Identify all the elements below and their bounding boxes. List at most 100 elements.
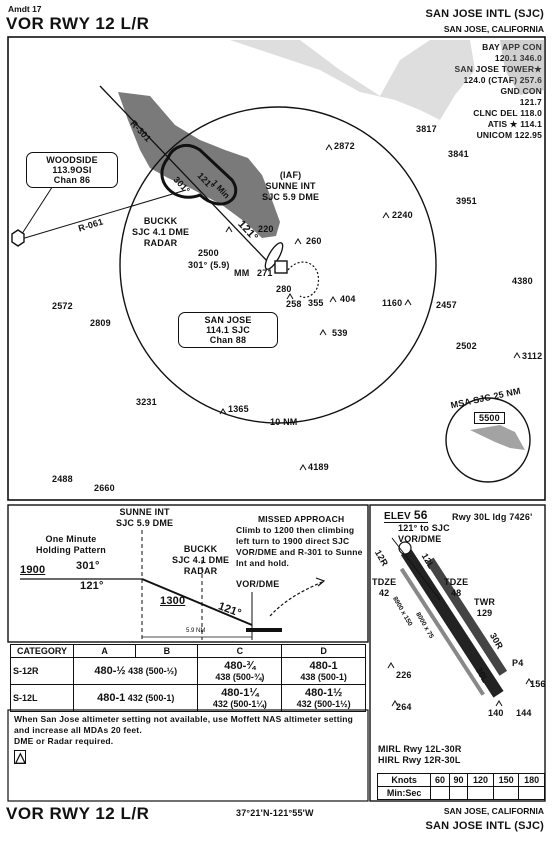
- iaf-label: (IAF) SUNNE INT SJC 5.9 DME: [262, 170, 319, 203]
- profile-buckk-l2: SJC 4.1 DME: [172, 555, 230, 565]
- comm-line: UNICOM 122.95: [476, 130, 542, 140]
- minima-header: CATEGORY: [10, 644, 74, 658]
- amendment-number: Amdt 17: [8, 4, 42, 14]
- profile-buckk-l1: BUCKK: [183, 544, 218, 554]
- sanjose-name: SAN JOSE: [204, 315, 252, 325]
- minsec-value: [492, 786, 520, 800]
- buckk-l2: SJC 4.1 DME: [132, 227, 190, 237]
- buckk-l1: BUCKK: [143, 216, 178, 226]
- elev-value: 56: [413, 508, 428, 522]
- missed-line: VOR/DME and R-301 to Sunne: [236, 547, 363, 557]
- knots-value: 180: [518, 773, 545, 787]
- airport-elev-226: 226: [396, 670, 412, 680]
- minima-mda: 480-1½: [304, 687, 343, 699]
- elev-3951: 3951: [456, 196, 477, 206]
- comm-line: 120.1 346.0: [494, 53, 542, 63]
- procedure-title: VOR RWY 12 L/R: [6, 14, 150, 33]
- lighting-line: HIRL Rwy 12R-30L: [378, 755, 461, 765]
- bay-water: [118, 92, 280, 238]
- airport-frame: [369, 504, 546, 802]
- comm-line: ATIS ★ 114.1: [487, 119, 542, 129]
- elev-2488: 2488: [52, 474, 73, 484]
- comm-line: CLNC DEL 118.0: [473, 108, 542, 118]
- taxiway-parallel: [399, 567, 485, 696]
- comm-line: BAY APP CON: [482, 42, 542, 52]
- msa-circle: [445, 397, 531, 483]
- airport-elev-label: ELEV 56: [384, 508, 428, 523]
- missed-approach-path: [287, 261, 320, 298]
- comm-line: 124.0 (CTAF) 257.6: [463, 75, 542, 85]
- elev-404: 404: [340, 294, 356, 304]
- minima-mda: 480-1: [97, 692, 126, 704]
- woodside-name: WOODSIDE: [46, 155, 98, 165]
- profile-sunne: SUNNE INT SJC 5.9 DME: [116, 507, 173, 529]
- knots-label: Knots: [376, 773, 432, 787]
- profile-sunne-l2: SJC 5.9 DME: [116, 518, 174, 528]
- profile-buckk-l3: RADAR: [183, 566, 218, 576]
- profile-descent: [141, 578, 253, 626]
- elev-4380: 4380: [512, 276, 533, 286]
- minima-notes: When San Jose altimeter setting not avai…: [14, 714, 353, 747]
- elev-3112: 3112: [522, 351, 543, 361]
- elev-3841: 3841: [448, 149, 469, 159]
- missed-arrow: [315, 577, 326, 587]
- minima-mda: 480-1¼: [221, 687, 259, 699]
- minima-header: A: [72, 644, 137, 658]
- runway-lighting: MIRL Rwy 12L-30R HIRL Rwy 12R-30L: [378, 744, 462, 766]
- airport-terrain: [387, 662, 533, 707]
- minsec-row: Min:Sec: [376, 786, 545, 800]
- tdze-left-value: 42: [378, 588, 390, 598]
- knots-value: 60: [430, 773, 450, 787]
- elev-2809: 2809: [90, 318, 111, 328]
- minima-table: CATEGORY A B C D S-12R 480-½ 438 (500-½)…: [10, 644, 366, 712]
- elev-3231: 3231: [136, 397, 157, 407]
- elev-539: 539: [332, 328, 348, 338]
- sanjose-vor-box: SAN JOSE 114.1 SJC Chan 88: [178, 312, 278, 348]
- profile-alt-1300: 1300: [160, 595, 186, 607]
- profile-hold-note: One Minute Holding Pattern: [36, 534, 106, 556]
- minima-sub: 438 (500-1): [300, 672, 347, 682]
- minima-header: B: [135, 644, 199, 658]
- tower-label: TWR 129: [474, 597, 495, 619]
- elev-1160: 1160: [382, 298, 403, 308]
- ten-nm-ring: [119, 106, 437, 424]
- holding-pattern: [160, 144, 238, 206]
- elev-2572: 2572: [52, 301, 73, 311]
- footer-city: SAN JOSE, CALIFORNIA: [443, 806, 544, 816]
- buckk-l3: RADAR: [143, 238, 178, 248]
- note-line: When San Jose altimeter setting not avai…: [14, 714, 354, 724]
- p4-label: P4: [512, 658, 524, 668]
- airport-elev-144: 144: [516, 708, 532, 718]
- elev-1365: 1365: [228, 404, 249, 414]
- missed-title: MISSED APPROACH: [258, 514, 345, 524]
- minima-mda: 480-½: [94, 665, 126, 677]
- tdze-left: TDZE 42: [372, 577, 396, 599]
- iaf-l1: (IAF): [279, 170, 302, 180]
- profile-buckk: BUCKK SJC 4.1 DME RADAR: [172, 544, 229, 577]
- airport-elev-140: 140: [488, 708, 504, 718]
- minsec-value: [448, 786, 469, 800]
- airport-vordme-label: VOR/DME: [398, 534, 442, 544]
- missed-approach: MISSED APPROACH Climb to 1200 then climb…: [236, 514, 363, 569]
- profile-vordme: VOR/DME: [236, 579, 280, 589]
- minima-category: S-12L: [10, 684, 74, 712]
- airport-final-course: [391, 537, 441, 601]
- minima-mda: 480-1: [309, 660, 338, 672]
- woodside-leader: [17, 177, 59, 241]
- minima-sub: 438 (500-½): [128, 666, 178, 676]
- middle-marker-label: MM: [234, 268, 250, 278]
- comm-line: 121.7: [519, 97, 542, 107]
- knots-table: Knots 60 90 120 150 180 Min:Sec: [376, 773, 545, 800]
- airport-elev-264: 264: [396, 702, 412, 712]
- range-ring-label: 10 NM: [270, 417, 298, 427]
- takeoff-alternate-icon: △: [14, 749, 26, 765]
- minsec-value: [430, 786, 450, 800]
- course-301-dist-label: 301° (5.9): [188, 260, 230, 270]
- knots-value: 120: [467, 773, 494, 787]
- sanjose-freq: 114.1 SJC: [206, 325, 250, 335]
- elev-260: 260: [306, 236, 322, 246]
- minima-cell: 480-1 432 (500-1): [72, 684, 199, 712]
